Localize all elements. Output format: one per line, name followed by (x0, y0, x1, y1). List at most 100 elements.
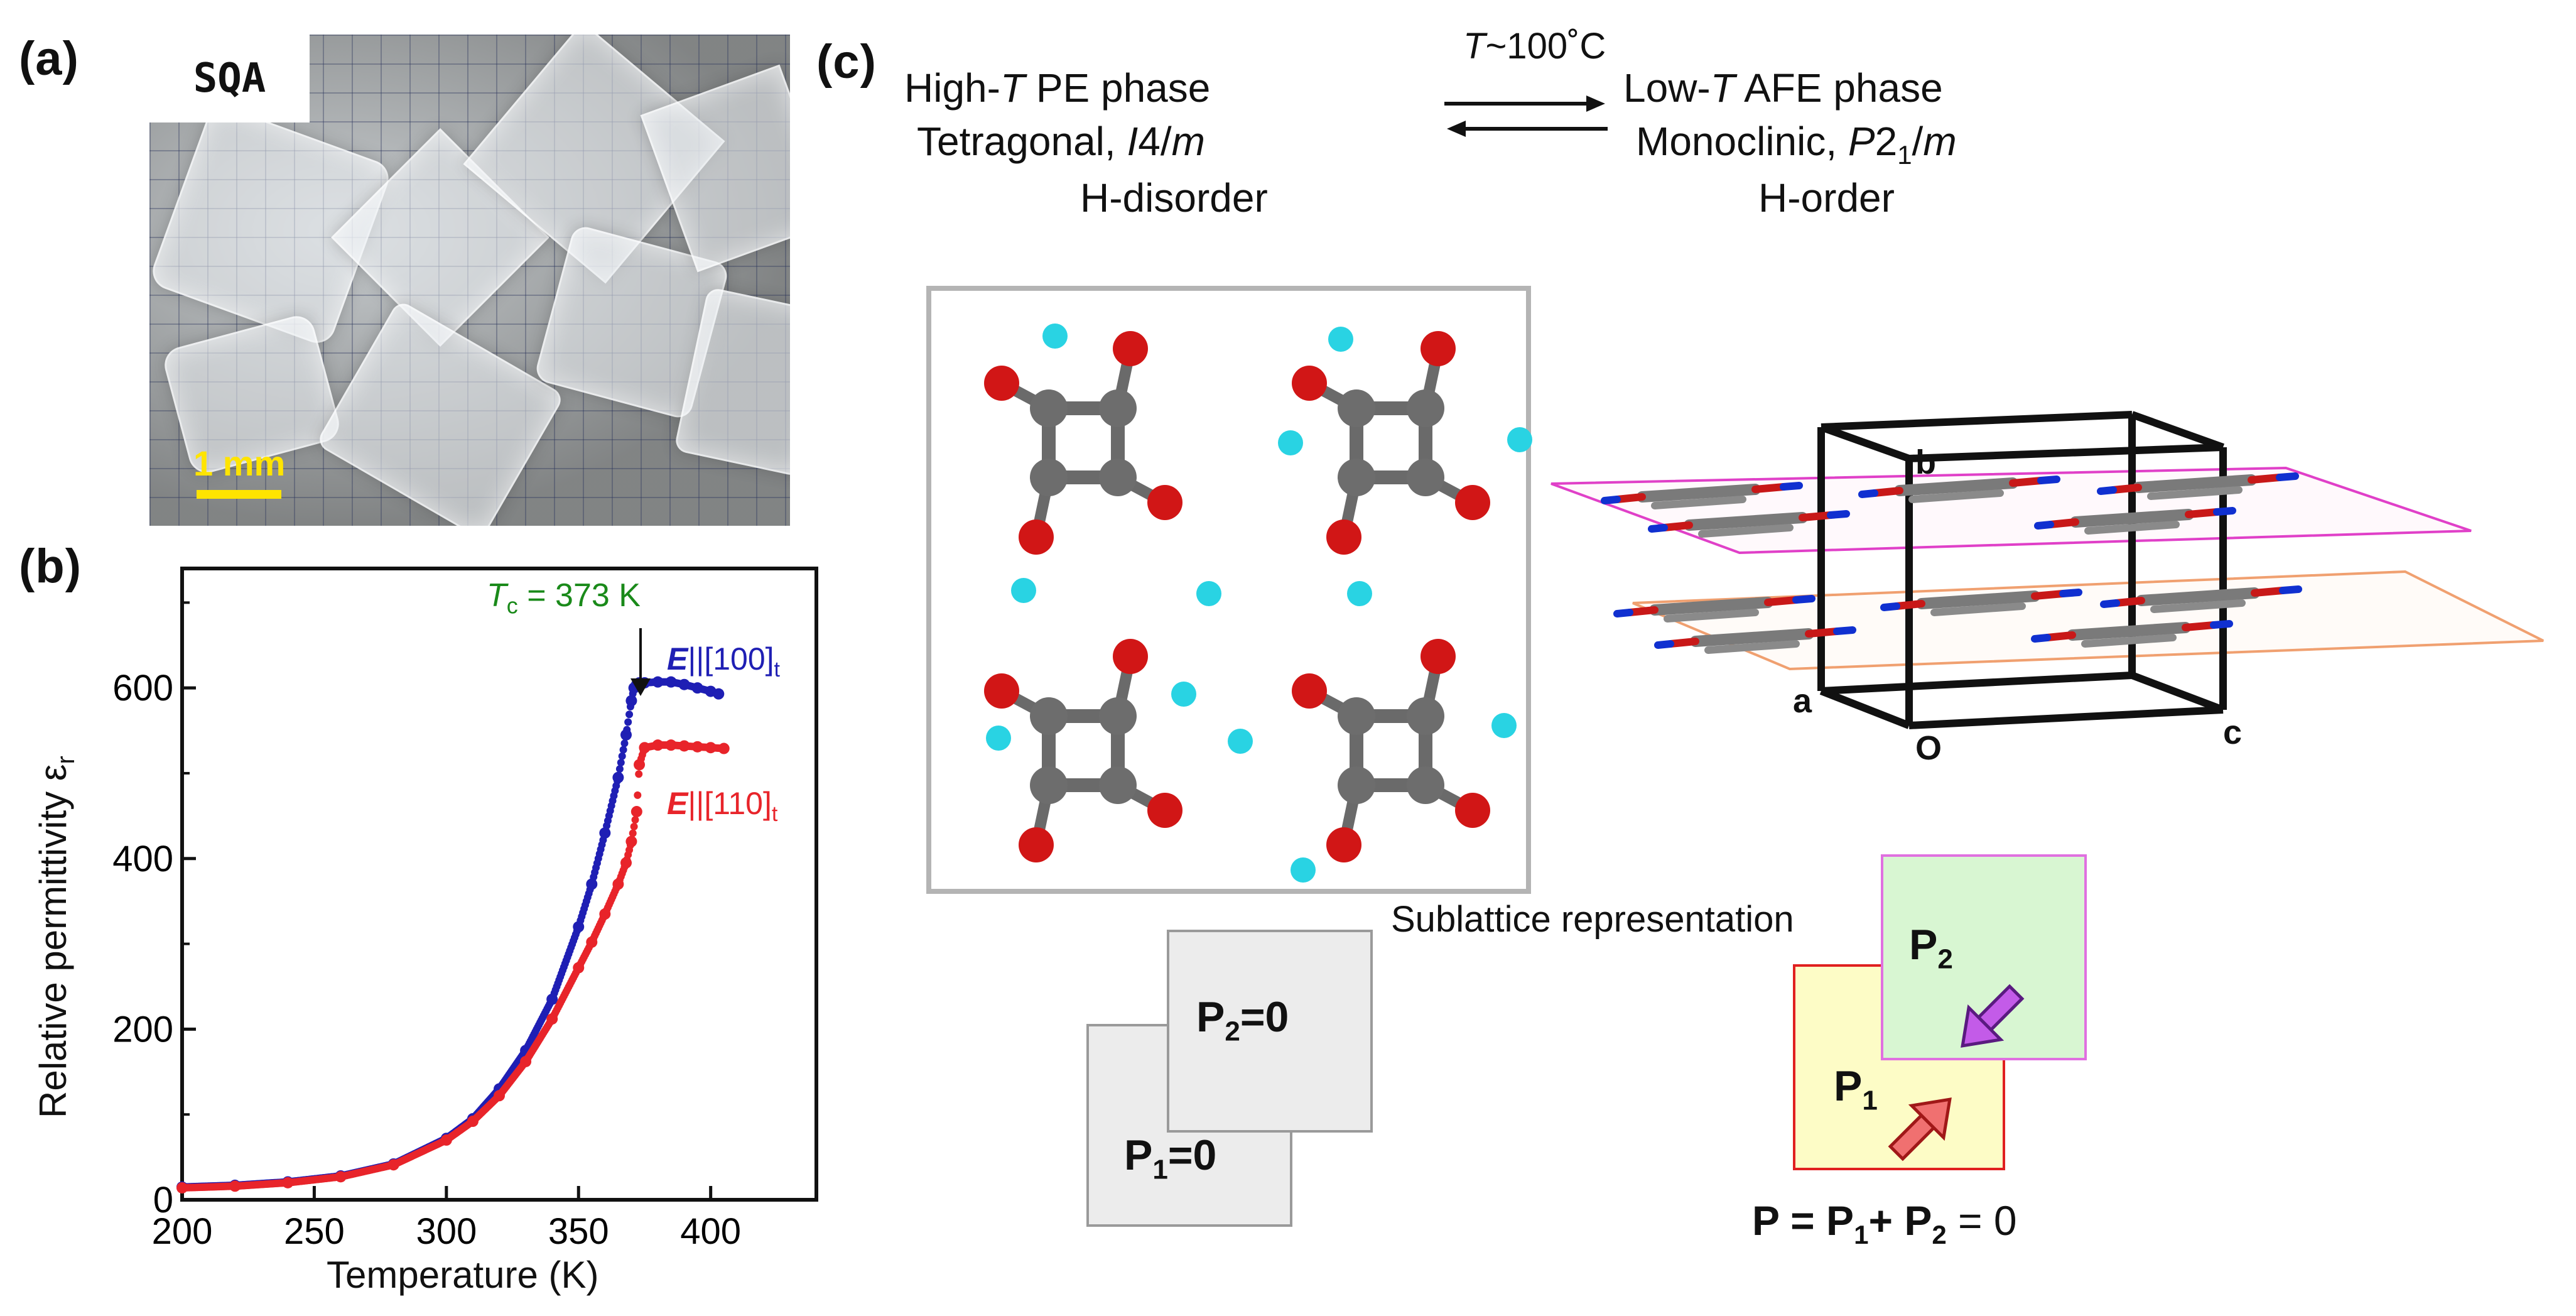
y-tick-label: 200 (112, 1009, 173, 1050)
molecule-bond (1660, 521, 1693, 531)
oxygen-atom (1019, 519, 1054, 555)
transition-label: T~100˚C (1463, 24, 1606, 70)
oxygen-atom (1147, 793, 1182, 828)
high-sym-mid: 4/ (1138, 119, 1172, 164)
x-tick-label: 300 (416, 1211, 477, 1252)
carbon-atom (1030, 766, 1068, 804)
molecule-bond (2185, 508, 2221, 518)
forward-arrow-head (1586, 95, 1605, 112)
sum-sub2: 2 (1932, 1220, 1947, 1250)
high-phase-post: PE phase (1025, 65, 1211, 111)
molecule-bond (2136, 587, 2260, 606)
tc-arrow-head (630, 678, 651, 696)
molecule-bond (2067, 622, 2191, 641)
high-sym-pre: Tetragonal, (917, 119, 1127, 164)
hydrogen-atom (1328, 327, 1353, 352)
molecule-bond (2031, 590, 2067, 600)
p1-zero-post: =0 (1167, 1131, 1217, 1179)
legend-e110: E||[110]t (667, 785, 777, 827)
molecule-bond (2009, 477, 2045, 487)
molecule-bond (1648, 524, 1668, 533)
molecule-bond (1667, 638, 1699, 648)
scale-bar-label: 1 mm (193, 443, 286, 483)
low-phase-post: AFE phase (1734, 65, 1943, 111)
molecule-bond (1908, 489, 2004, 503)
molecule-bond (1601, 496, 1621, 504)
oxygen-atom (1292, 366, 1327, 401)
molecule-bond (1654, 640, 1674, 649)
molecule-bond (1792, 595, 1816, 604)
molecule-bond (2210, 620, 2233, 629)
p1-zero-label: P1=0 (1124, 1131, 1216, 1186)
carbon-atom (1030, 389, 1068, 427)
low-sym-mid: 2 (1875, 119, 1898, 164)
p1-label: P1 (1834, 1062, 1878, 1117)
carbon-atom (1407, 766, 1444, 804)
molecule-bond (2113, 597, 2145, 607)
oxygen-atom (1421, 639, 1456, 674)
y-tick-label: 400 (112, 839, 173, 879)
molecule-bond (1690, 628, 1814, 647)
transition-val: ~100˚C (1485, 26, 1606, 67)
legend-e100-E: E (667, 641, 688, 677)
molecule-bond (1764, 596, 1800, 606)
p1-pre: P (1834, 1062, 1863, 1110)
axis-a-label: a (1793, 682, 1812, 720)
h-bond-network (926, 286, 1532, 894)
reverse-arrow-head (1447, 121, 1466, 137)
sum-p: P = P (1752, 1197, 1854, 1244)
scale-bar (197, 490, 281, 499)
x-tick-label: 250 (284, 1211, 345, 1252)
panel-a-label: (a) (19, 32, 79, 85)
panel-b-label: (b) (19, 540, 82, 593)
series-trace-dot (627, 695, 636, 704)
molecules (984, 324, 1532, 883)
plane-lower (1632, 570, 2544, 671)
molecule-bond (2109, 484, 2142, 494)
molecule-bond (2043, 631, 2076, 641)
hydrogen-atom (1171, 682, 1196, 707)
molecule-bond (1626, 606, 1659, 616)
oxygen-atom (1455, 793, 1490, 828)
series-e110 (176, 739, 730, 1194)
polarization-sum: P = P1+ P2 = 0 (1752, 1197, 2017, 1250)
panel-c-label: (c) (816, 35, 877, 89)
p2-zero-box (1167, 930, 1373, 1133)
molecule-bond (1751, 483, 1787, 493)
p2-zero-sub: 2 (1225, 1016, 1240, 1047)
hydrogen-atom (1042, 324, 1068, 349)
molecule-bond (1833, 626, 1856, 635)
series-trace-dot (619, 746, 627, 754)
molecule-bond (1613, 493, 1646, 503)
molecule-bond (1613, 609, 1633, 617)
high-phase-order: H-disorder (1080, 175, 1268, 220)
sum-sub1: 1 (1854, 1220, 1869, 1250)
p2-zero-post: =0 (1240, 993, 1289, 1041)
series-trace-dot (629, 829, 637, 837)
legend-e110-sub: t (771, 802, 778, 826)
molecule-bond (1858, 489, 1878, 498)
molecule-bond (1780, 482, 1803, 491)
p2-arrow (1961, 984, 2025, 1048)
legend-e100: E||[100]t (667, 641, 780, 682)
polarization-arrows (1888, 984, 2025, 1161)
hydrogen-atom (1291, 857, 1316, 883)
hydrogen-atom (1278, 430, 1303, 455)
series-trace-dot (615, 765, 624, 773)
p2-zero-label: P2=0 (1196, 992, 1289, 1048)
molecule-bond (2059, 589, 2082, 597)
molecule-bond (2147, 486, 2243, 500)
low-phase-order: H-order (1758, 175, 1895, 220)
molecule-bond (2182, 621, 2217, 631)
sum-end: = 0 (1946, 1197, 2017, 1244)
series-trace-dot (625, 710, 634, 719)
carbon-atom (1338, 389, 1375, 427)
hydrogen-atom (1196, 581, 1221, 606)
series-trace-dot (631, 816, 639, 824)
series-trace-dot (618, 752, 626, 760)
p1-zero-sub: 1 (1152, 1154, 1168, 1185)
molecule-bond (1664, 609, 1759, 623)
molecule-bond (2070, 509, 2194, 528)
series-trace-dot (719, 744, 727, 753)
